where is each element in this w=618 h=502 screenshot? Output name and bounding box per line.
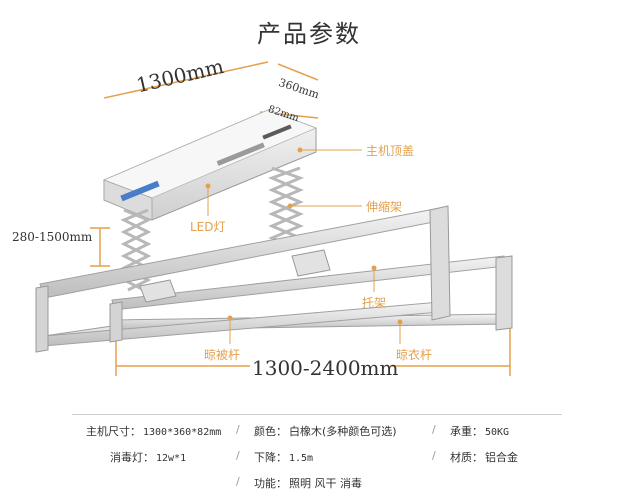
- spec-drop-value: 1.5m: [289, 453, 314, 464]
- spec-row: / 功能：照明 风干 消毒: [72, 467, 562, 493]
- spec-load: 承重：50KG: [450, 423, 509, 439]
- drying-rack: [35, 205, 513, 353]
- callout-bracket: 托架: [362, 296, 387, 310]
- spec-size: 主机尺寸：1300*360*82mm: [86, 423, 221, 439]
- spec-row: 消毒灯：12w*1 / 下降：1.5m / 材质：铝合金: [72, 441, 562, 467]
- spec-material-label: 材质：: [450, 451, 483, 464]
- spec-separator: /: [432, 449, 436, 462]
- callout-clothes-rod: 晾衣杆: [396, 348, 433, 362]
- dim-extend: 1300-2400mm: [252, 356, 399, 380]
- spec-separator: /: [236, 449, 240, 462]
- spec-material-value: 铝合金: [485, 451, 518, 464]
- callout-quilt-rod: 晾被杆: [204, 348, 241, 362]
- spec-drop: 下降：1.5m: [254, 449, 313, 465]
- spec-color-value: 白橡木(多种颜色可选): [289, 425, 397, 438]
- spec-function: 功能：照明 风干 消毒: [254, 475, 362, 491]
- spec-separator: /: [432, 423, 436, 436]
- callout-scissor: 伸缩架: [366, 200, 403, 214]
- spec-function-label: 功能：: [254, 477, 287, 490]
- spec-size-label: 主机尺寸：: [86, 425, 141, 438]
- spec-load-value: 50KG: [485, 427, 510, 438]
- dim-lift: 280-1500mm: [12, 230, 93, 244]
- spec-table: 主机尺寸：1300*360*82mm / 颜色：白橡木(多种颜色可选) / 承重…: [72, 414, 562, 493]
- callout-led: LED灯: [190, 220, 226, 234]
- spec-uv-value: 12w*1: [156, 453, 187, 464]
- spec-uv-label: 消毒灯：: [110, 451, 154, 464]
- spec-load-label: 承重：: [450, 425, 483, 438]
- callout-pointers: [205, 147, 403, 344]
- host-unit: [102, 109, 318, 221]
- callout-top-cover: 主机顶盖: [366, 144, 415, 158]
- product-diagram: [35, 61, 513, 376]
- spec-row: 主机尺寸：1300*360*82mm / 颜色：白橡木(多种颜色可选) / 承重…: [72, 415, 562, 441]
- spec-drop-label: 下降：: [254, 451, 287, 464]
- spec-size-value: 1300*360*82mm: [143, 427, 222, 438]
- spec-material: 材质：铝合金: [450, 449, 518, 465]
- spec-color: 颜色：白橡木(多种颜色可选): [254, 423, 397, 439]
- spec-uv: 消毒灯：12w*1: [110, 449, 186, 465]
- spec-function-value: 照明 风干 消毒: [289, 477, 362, 490]
- spec-color-label: 颜色：: [254, 425, 287, 438]
- spec-separator: /: [236, 423, 240, 436]
- page-title: 产品参数: [257, 20, 361, 48]
- spec-separator: /: [236, 475, 240, 488]
